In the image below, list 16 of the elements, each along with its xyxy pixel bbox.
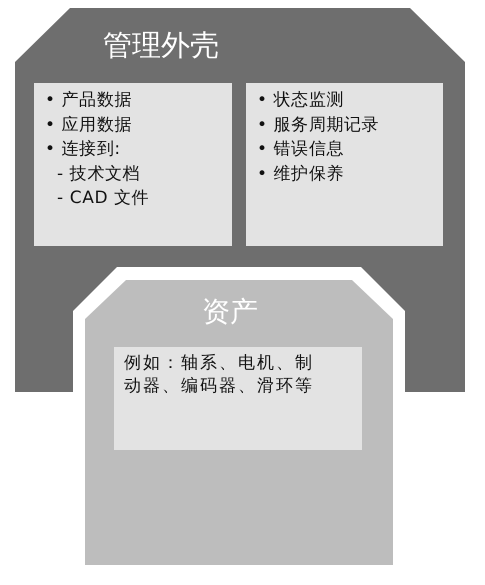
list-item: • 维护保养 xyxy=(257,162,344,184)
asset-panel xyxy=(85,280,393,565)
panel-title: 资产 xyxy=(202,295,258,329)
panel-title: 管理外壳 xyxy=(103,28,219,63)
list-item: • 应用数据 xyxy=(45,114,132,136)
info-panel xyxy=(34,83,232,246)
list-item: • 产品数据 xyxy=(45,89,132,111)
list-item: - CAD 文件 xyxy=(57,187,150,209)
list-item: • 服务周期记录 xyxy=(257,114,380,136)
example-text: 例如：轴系、电机、制动器、编码器、滑环等 xyxy=(124,352,315,398)
list-item: - 技术文档 xyxy=(57,162,140,184)
list-item: • 错误信息 xyxy=(257,138,344,160)
list-item: • 连接到: xyxy=(45,138,121,160)
info-panel xyxy=(246,83,443,246)
example-panel xyxy=(114,347,362,450)
list-item: • 状态监测 xyxy=(257,89,344,111)
